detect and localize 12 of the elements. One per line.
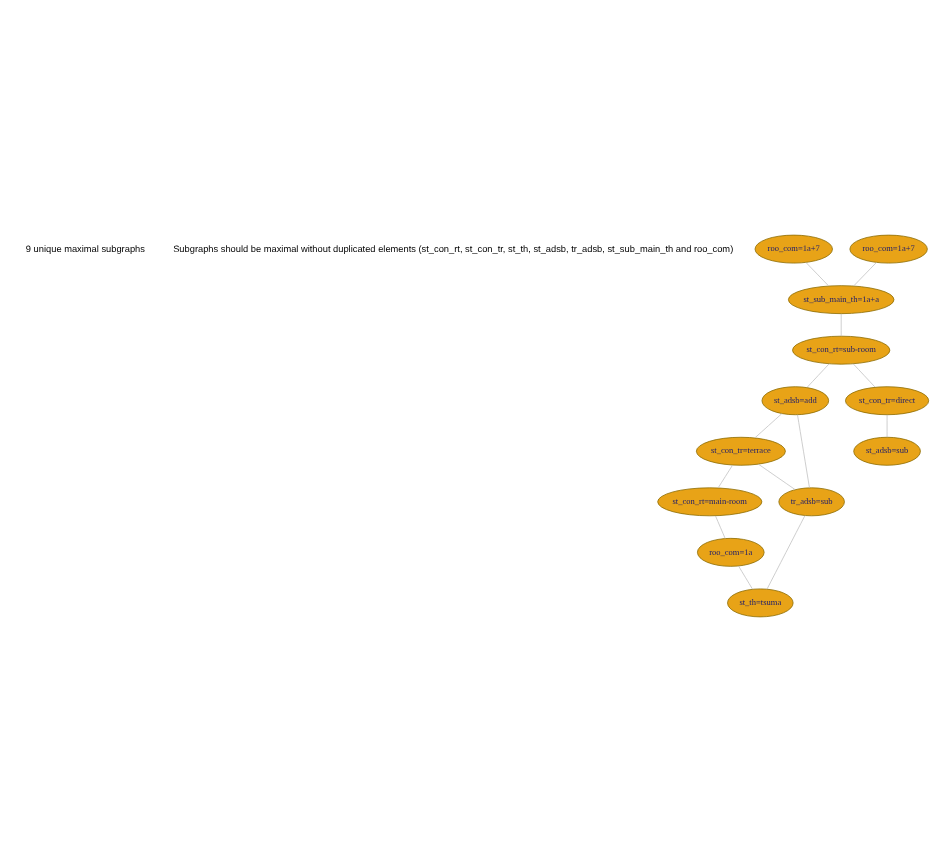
connector bbox=[797, 414, 810, 489]
connector bbox=[738, 565, 753, 590]
connector bbox=[852, 363, 876, 388]
connector bbox=[806, 363, 830, 388]
connector bbox=[853, 262, 877, 287]
connector bbox=[754, 413, 783, 439]
connector bbox=[715, 515, 726, 539]
connector bbox=[766, 515, 806, 590]
connector bbox=[758, 463, 796, 490]
connector bbox=[717, 464, 733, 489]
connector bbox=[840, 313, 842, 337]
connector bbox=[805, 262, 829, 287]
